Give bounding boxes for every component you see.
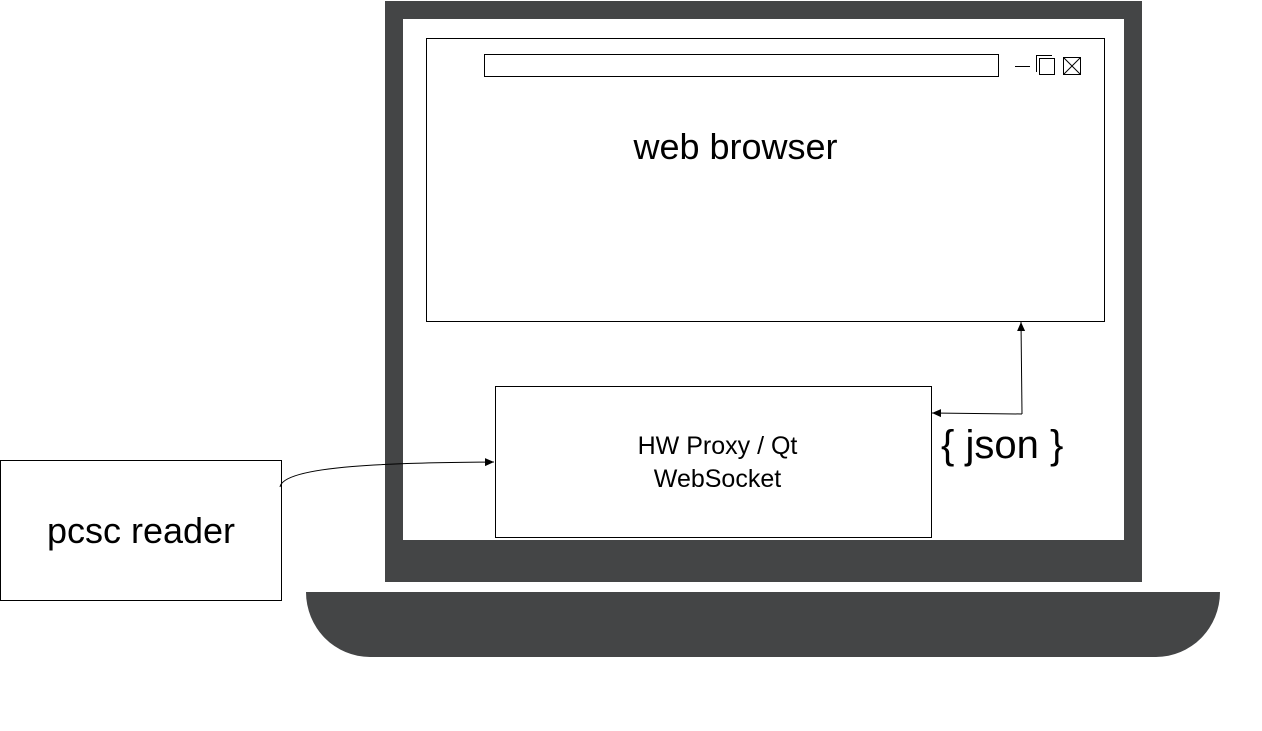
browser-window-node: web browser <box>426 38 1105 322</box>
hw-proxy-label: HW Proxy / Qt WebSocket <box>500 430 935 496</box>
pcsc-reader-node: pcsc reader <box>0 460 282 601</box>
browser-label: web browser <box>633 126 838 167</box>
json-label: { json } <box>941 423 1064 467</box>
minimize-icon <box>1015 66 1030 67</box>
laptop-base <box>306 592 1220 657</box>
maximize-icon <box>1039 58 1055 75</box>
address-bar <box>484 54 999 77</box>
pcsc-reader-label: pcsc reader <box>46 510 236 551</box>
hw-proxy-node: HW Proxy / Qt WebSocket <box>495 386 932 538</box>
hw-proxy-label-line1: HW Proxy / Qt <box>637 432 798 460</box>
close-icon <box>1063 57 1081 75</box>
hw-proxy-label-line2: WebSocket <box>653 465 782 493</box>
